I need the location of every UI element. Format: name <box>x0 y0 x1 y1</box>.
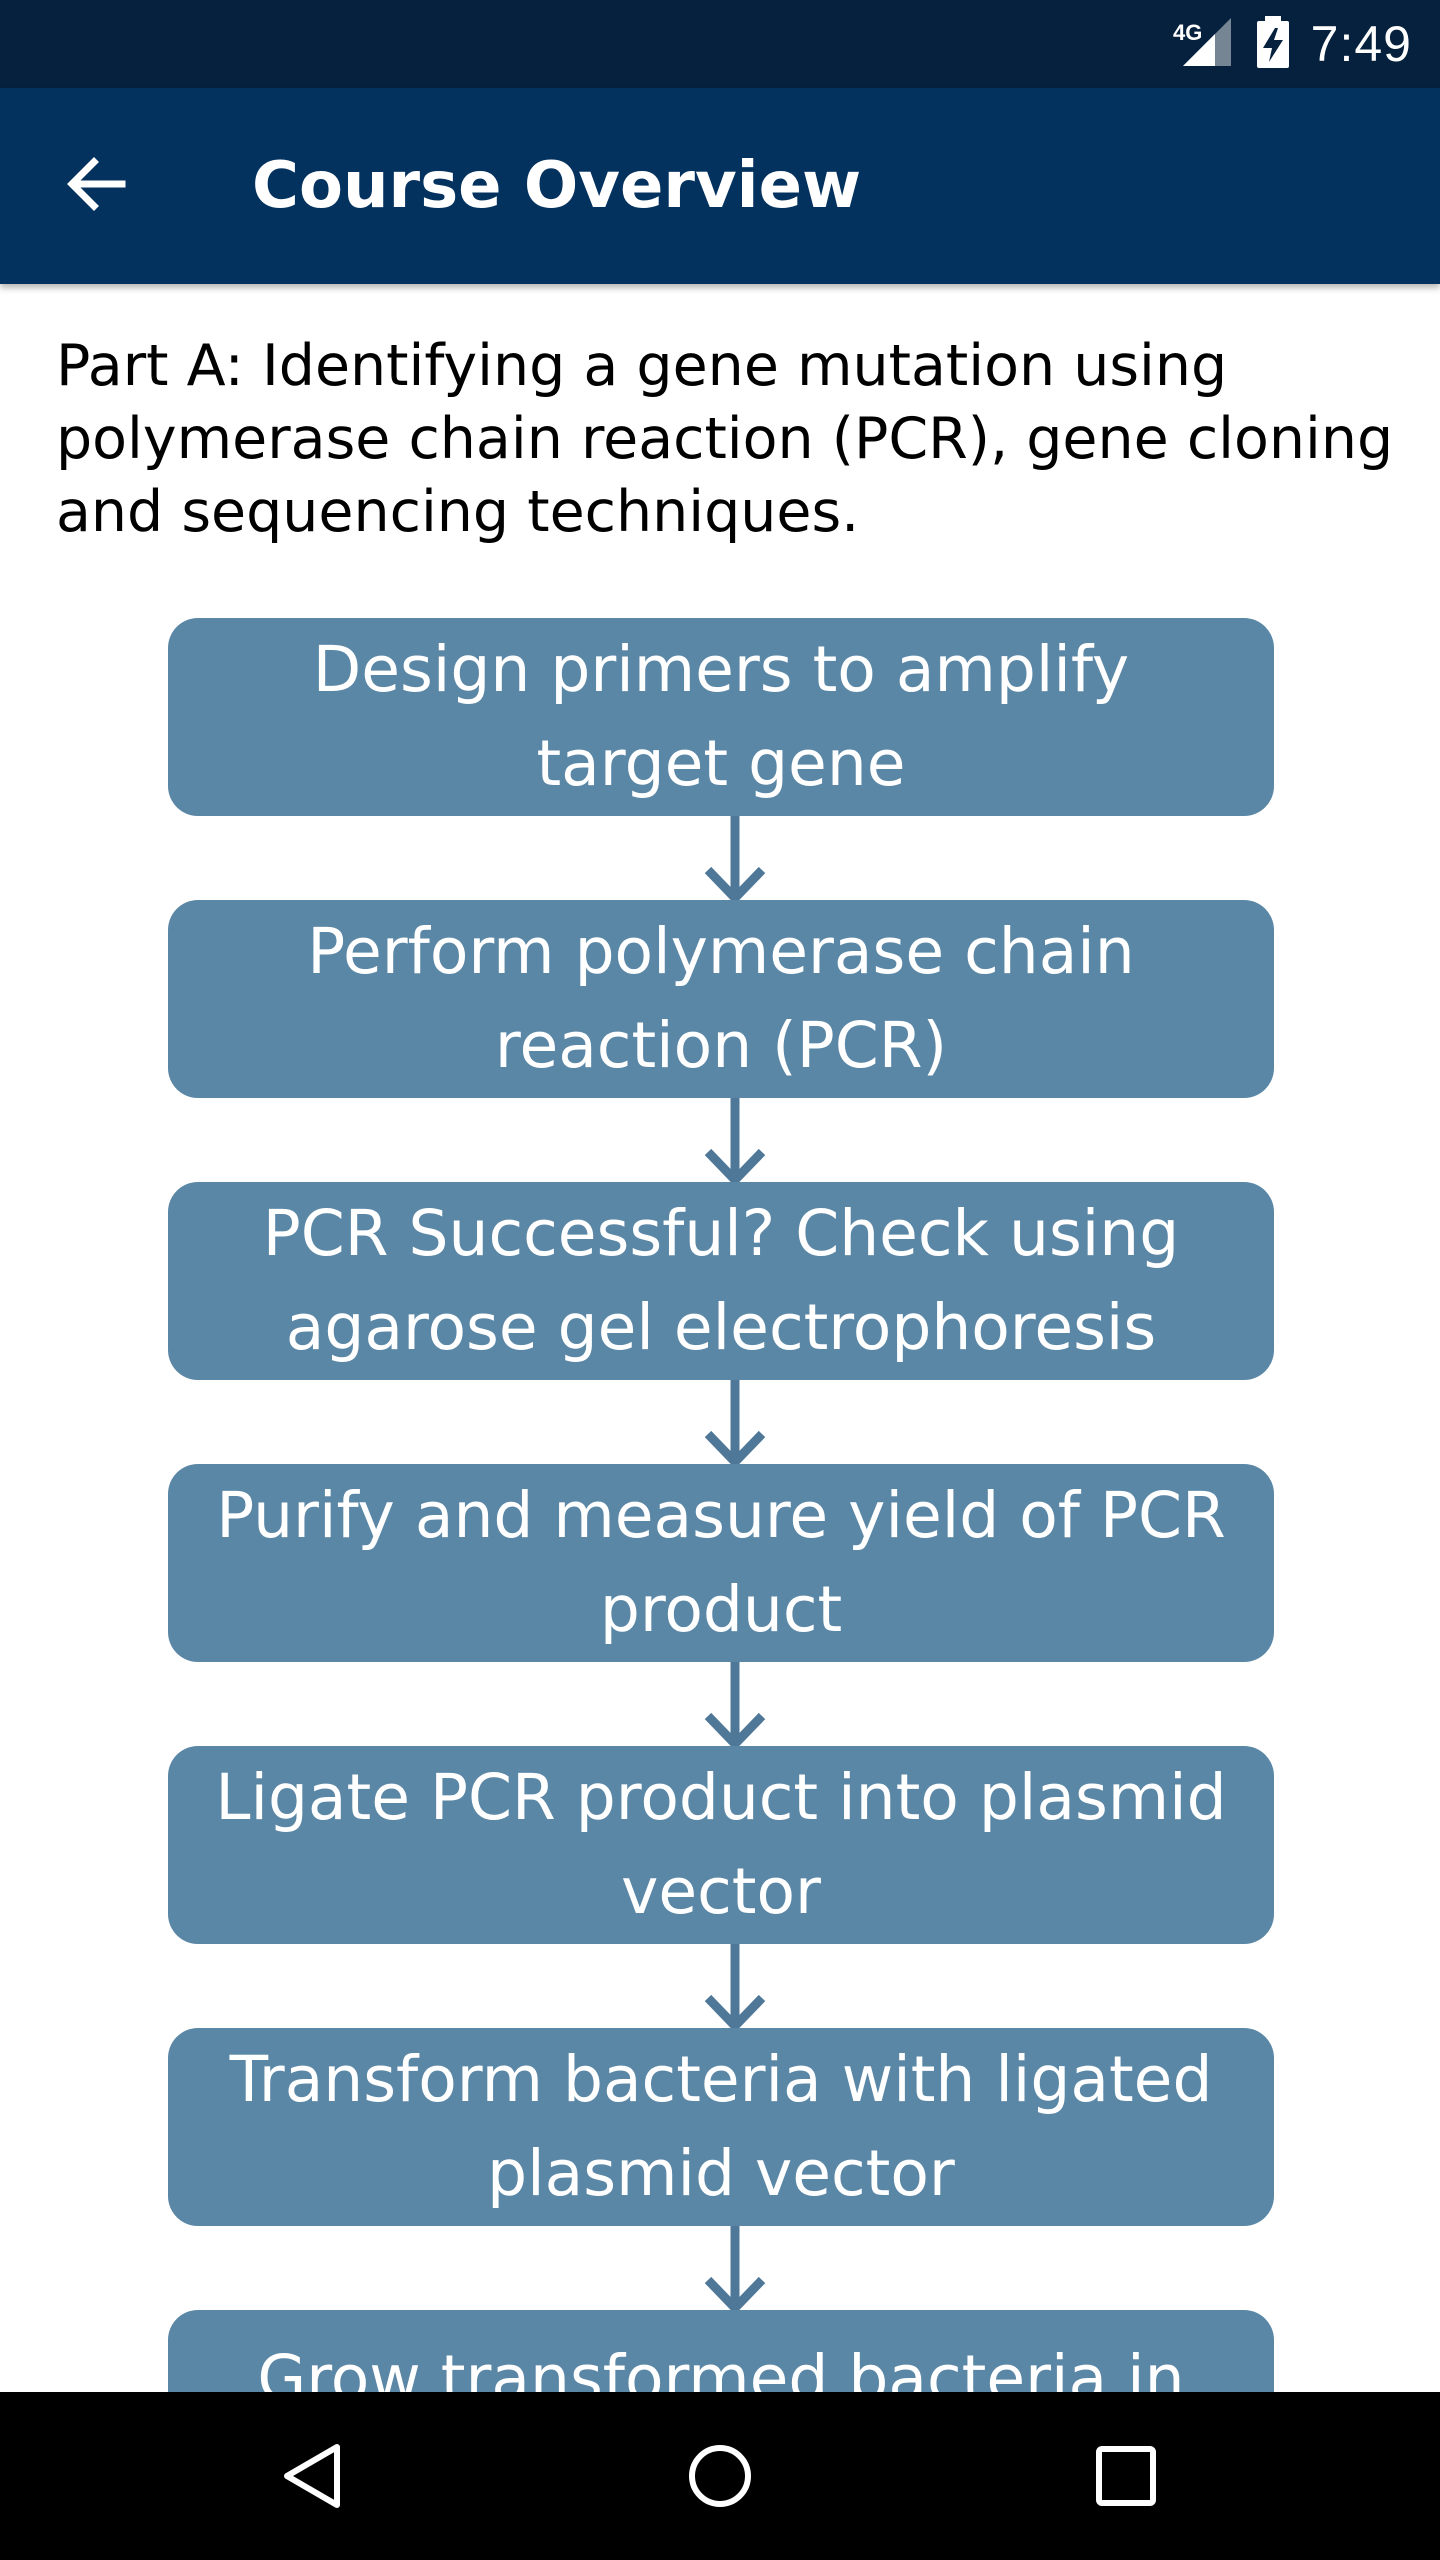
app-bar: Course Overview <box>0 88 1440 284</box>
flow-arrow-icon <box>704 816 766 904</box>
intro-text: Part A: Identifying a gene mutation usin… <box>56 333 1394 545</box>
arrow-back-icon <box>64 152 128 221</box>
flow-arrow-icon <box>704 1662 766 1750</box>
status-time: 7:49 <box>1310 16 1412 72</box>
back-button[interactable] <box>48 138 144 234</box>
nav-recents-square-icon <box>1096 2446 1156 2506</box>
flowchart-step-text: Purify and measure yield of PCR product <box>216 1479 1226 1646</box>
nav-back-button[interactable] <box>254 2416 374 2536</box>
flowchart-step: PCR Successful? Check using agarose gel … <box>168 1182 1274 1380</box>
flowchart-step-text: Perform polymerase chain reaction (PCR) <box>307 915 1135 1082</box>
flowchart-step-text: Grow transformed bacteria in <box>257 2342 1185 2392</box>
flowchart-step: Perform polymerase chain reaction (PCR) <box>168 900 1274 1098</box>
signal-4g-icon: 4G <box>1171 14 1235 75</box>
navigation-bar <box>0 2392 1440 2560</box>
nav-back-triangle-icon <box>284 2444 340 2508</box>
status-bar: 4G 7:49 <box>0 0 1440 88</box>
flowchart-step: Ligate PCR product into plasmid vector <box>168 1746 1274 1944</box>
network-type-label: 4G <box>1173 20 1202 45</box>
flow-arrow-icon <box>704 1098 766 1186</box>
flowchart-step: Purify and measure yield of PCR product <box>168 1464 1274 1662</box>
flowchart-step-text: Design primers to amplify target gene <box>312 633 1130 800</box>
course-overview-content: Part A: Identifying a gene mutation usin… <box>0 284 1440 2392</box>
flowchart-step-text: PCR Successful? Check using agarose gel … <box>262 1197 1180 1364</box>
flowchart-step: Grow transformed bacteria in <box>168 2310 1274 2392</box>
flowchart-step: Design primers to amplify target gene <box>168 618 1274 816</box>
flow-arrow-icon <box>704 1380 766 1468</box>
page-title: Course Overview <box>252 149 862 223</box>
nav-recents-button[interactable] <box>1066 2416 1186 2536</box>
flowchart-step: Transform bacteria with ligated plasmid … <box>168 2028 1274 2226</box>
flow-arrow-icon <box>704 2226 766 2314</box>
battery-charging-icon <box>1253 14 1293 75</box>
flowchart-step-text: Ligate PCR product into plasmid vector <box>215 1761 1227 1928</box>
flowchart: Design primers to amplify target gene Pe… <box>0 284 1440 2392</box>
flowchart-step-text: Transform bacteria with ligated plasmid … <box>229 2043 1213 2210</box>
flow-arrow-icon <box>704 1944 766 2032</box>
nav-home-button[interactable] <box>660 2416 780 2536</box>
status-icons: 4G 7:49 <box>1171 0 1412 88</box>
nav-home-circle-icon <box>689 2445 751 2507</box>
